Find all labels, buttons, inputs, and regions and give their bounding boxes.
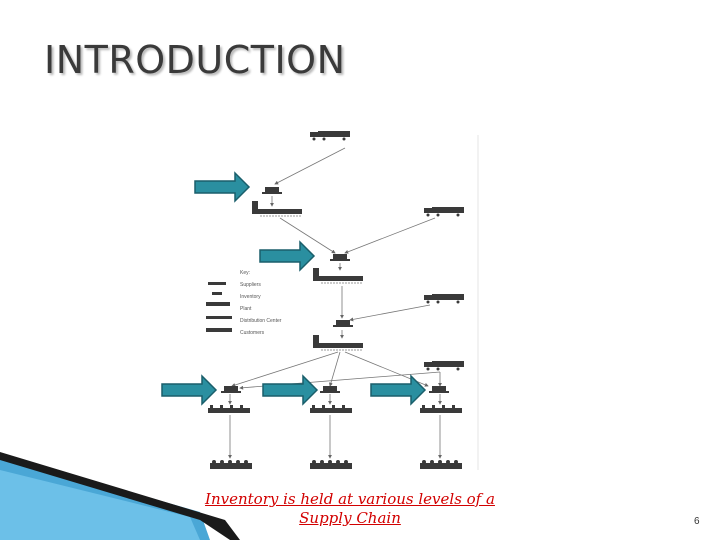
inventory-icon [330,254,350,261]
inventory-icon [262,187,282,194]
corner-decoration [0,452,240,540]
plant-icon [312,267,364,284]
highlight-arrow-icon [370,375,426,405]
highlight-arrow-icon [194,172,250,202]
customers-icon [420,460,462,469]
key-item: Customers [240,330,265,336]
truck-icon [424,294,464,304]
distribution-center-icon [310,405,352,413]
key-heading: Key: [240,270,250,276]
key-item: Plant [240,306,252,312]
inventory-icon [320,386,340,393]
key-item: Distribution Center [240,318,282,324]
inventory-icon [221,386,241,393]
customers-icon [310,460,352,469]
slide-title: INTRODUCTION [44,38,346,82]
truck-icon [424,207,464,217]
key-item: Inventory [240,294,261,300]
slide-caption: Inventory is held at various levels of a… [170,490,530,528]
plant-icon [312,334,364,351]
key-item: Suppliers [240,282,261,288]
page-number: 6 [694,516,700,527]
highlight-arrow-icon [161,375,217,405]
inventory-icon [429,386,449,393]
plant-icon [251,200,303,217]
diagram-key: Key: Suppliers Inventory Plant Distribut… [206,270,282,336]
caption-line: Inventory is held at various levels of a [205,490,495,508]
inventory-icon [333,320,353,327]
truck-icon [424,361,464,371]
customers-icon [210,460,252,469]
distribution-center-icon [208,405,250,413]
highlight-arrow-icon [259,241,315,271]
highlight-arrow-icon [262,375,318,405]
truck-icon [310,131,350,141]
caption-line: Supply Chain [299,509,401,527]
distribution-center-icon [420,405,462,413]
